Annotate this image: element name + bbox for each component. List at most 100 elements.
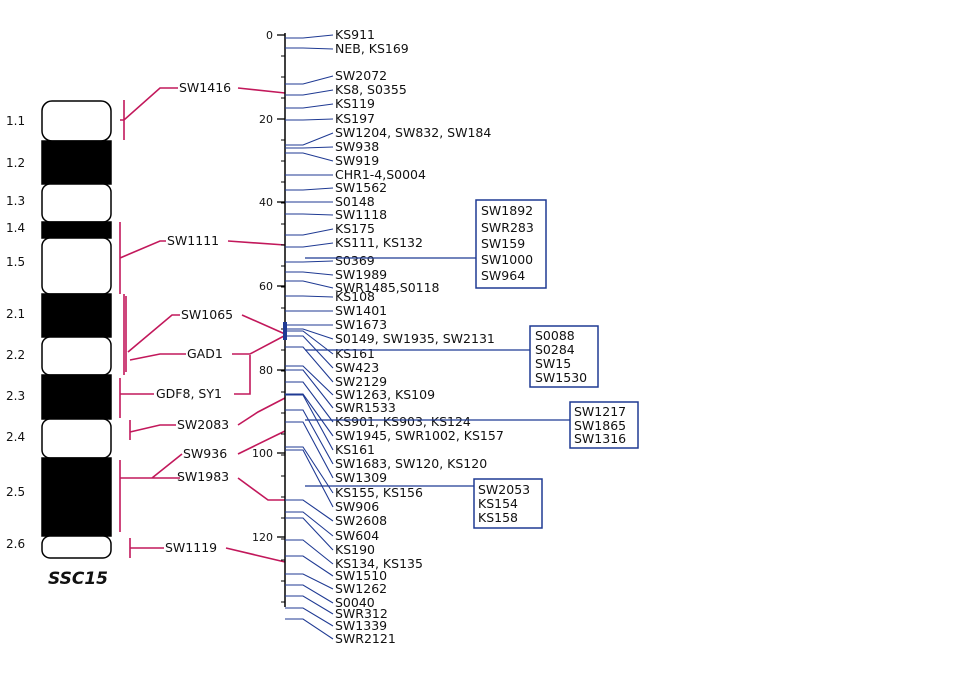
box-item: SW159 <box>481 236 525 251</box>
box-item: SW15 <box>535 356 571 371</box>
marker-connector <box>285 393 334 437</box>
band-1-1 <box>41 100 112 142</box>
band-2-2 <box>41 336 112 376</box>
linkage-marker-label: KS901, KS903, KS124 <box>335 414 471 429</box>
box-item: SW2053 <box>478 482 530 497</box>
link-sw1416 <box>120 87 178 140</box>
linkage-marker-label: KS111, KS132 <box>335 235 423 250</box>
linkage-marker-label: SW1339 <box>335 618 387 633</box>
marker-label: GAD1 <box>187 346 223 361</box>
linkage-marker-label: S0040 <box>335 595 375 610</box>
cytogenetic-links <box>119 87 286 563</box>
scale-tick-label: 20 <box>259 113 273 126</box>
linkage-marker-label: SW1989 <box>335 267 387 282</box>
box-item: S0088 <box>535 328 575 343</box>
marker-connector <box>285 335 334 369</box>
band-1-5 <box>41 237 112 295</box>
box-item: KS158 <box>478 510 518 525</box>
marker-connector <box>285 369 334 409</box>
scale-tick-label: 100 <box>252 447 273 460</box>
marker-label: SW1416 <box>179 80 231 95</box>
link-sw1119 <box>129 538 164 558</box>
marker-connector <box>285 346 334 383</box>
marker-connector <box>285 421 334 479</box>
band-label: 1.3 <box>6 194 25 208</box>
scale-tick-label: 80 <box>259 364 273 377</box>
marker-connector <box>285 228 334 236</box>
linkage-marker-label: SW604 <box>335 528 379 543</box>
marker-box-3 <box>569 401 639 449</box>
link-sw1983-map <box>237 477 285 501</box>
linkage-marker-label: KS108 <box>335 289 375 304</box>
link-gdf8-map <box>234 355 251 395</box>
box-item: SWR283 <box>481 220 534 235</box>
linkage-marker-label: S0369 <box>335 253 375 268</box>
marker-label: SW936 <box>183 446 227 461</box>
box-item: SW1217 <box>574 404 626 419</box>
linkage-marker-label: SWR2121 <box>335 631 396 646</box>
marker-boxes: SW1892 SWR283 SW159 SW1000 SW964 S0088 S… <box>305 199 639 529</box>
linkage-marker-label: KS161 <box>335 442 375 457</box>
marker-connector <box>285 103 334 109</box>
band-labels: 1.1 1.2 1.3 1.4 1.5 2.1 2.2 2.3 2.4 2.5 … <box>6 114 25 551</box>
marker-connector <box>285 146 334 149</box>
marker-box-2 <box>529 325 599 388</box>
linkage-marker-label: KS175 <box>335 221 375 236</box>
linkage-marker-label: SW1510 <box>335 568 387 583</box>
linkage-marker-label: SW423 <box>335 360 379 375</box>
marker-connector <box>285 381 334 423</box>
chromosome-title: SSC15 <box>48 569 108 589</box>
linkage-marker-label: SWR312 <box>335 606 388 621</box>
linkage-marker-label: SW1401 <box>335 303 387 318</box>
band-2-1 <box>41 293 112 338</box>
linkage-marker-label: SW1562 <box>335 180 387 195</box>
marker-connector <box>285 330 334 355</box>
bracket-2-1 <box>123 294 127 375</box>
marker-label: SW2083 <box>177 417 229 432</box>
marker-connector <box>285 446 334 494</box>
marker-connector <box>285 47 334 50</box>
marker-connector <box>285 555 334 577</box>
linkage-marker-label: SW1262 <box>335 581 387 596</box>
band-label: 1.4 <box>6 221 25 235</box>
marker-connector <box>285 499 334 522</box>
marker-connector <box>285 118 334 121</box>
link-sw1111 <box>119 222 166 294</box>
marker-label: SW1065 <box>181 307 233 322</box>
linkage-marker-label: KS8, S0355 <box>335 82 407 97</box>
marker-connector <box>285 517 334 551</box>
marker-connector <box>285 295 334 298</box>
marker-connector <box>285 573 334 590</box>
linkage-marker-label: SW1263, KS109 <box>335 387 435 402</box>
scale-tick-label: 120 <box>252 531 273 544</box>
marker-label: SW1111 <box>167 233 219 248</box>
box-item: S0284 <box>535 342 575 357</box>
marker-connector <box>285 584 334 604</box>
marker-connector <box>285 328 334 340</box>
link-sw2083-map <box>237 397 286 426</box>
band-label: 1.1 <box>6 114 25 128</box>
marker-label: SW1119 <box>165 540 217 555</box>
marker-connector <box>285 75 334 85</box>
marker-connector <box>285 511 334 537</box>
marker-connector <box>285 260 334 263</box>
link-sw1065 <box>127 314 180 353</box>
band-2-5 <box>41 457 112 537</box>
scale-tick-label: 60 <box>259 280 273 293</box>
link-gad1-map <box>232 335 285 355</box>
box-item: SW1865 <box>574 418 626 433</box>
scale-tick-label: 0 <box>266 29 273 42</box>
band-label: 2.5 <box>6 485 25 499</box>
marker-connector <box>285 34 334 39</box>
linkage-marker-label: KS161 <box>335 346 375 361</box>
linkage-marker-label: SWR1485,S0118 <box>335 280 440 295</box>
box-item: SW1000 <box>481 252 533 267</box>
linkage-marker-label: SW2072 <box>335 68 387 83</box>
marker-box-4 <box>473 478 543 529</box>
link-sw1416-map <box>237 87 286 94</box>
linkage-marker-label: SW906 <box>335 499 379 514</box>
band-2-4 <box>41 418 112 459</box>
band-1-4 <box>41 221 112 239</box>
band-1-3 <box>41 183 112 223</box>
